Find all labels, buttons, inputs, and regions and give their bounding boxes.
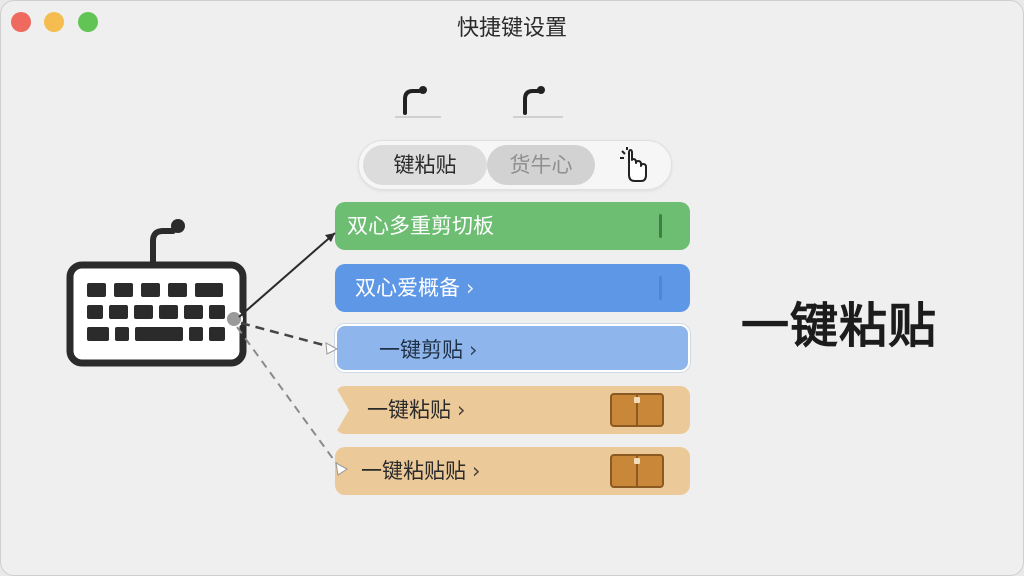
close-window-button[interactable]	[11, 12, 31, 32]
menu-item-backup[interactable]: 双心爱概备›	[335, 264, 690, 312]
title-bar: 快捷键设置	[1, 1, 1023, 45]
chevron-right-icon: ›	[469, 338, 478, 362]
keyboard-icon	[66, 219, 247, 367]
menu-item-label: 双心爱概备	[355, 276, 460, 300]
menu-item-one-key-paste-2[interactable]: 一键粘贴贴›	[335, 447, 690, 495]
box-icon	[610, 454, 664, 488]
drag-handle-icon[interactable]	[659, 214, 662, 238]
menu-item-label: 一键剪贴	[379, 338, 463, 362]
menu-item-label: 一键粘贴贴	[361, 459, 466, 483]
chevron-right-icon: ›	[472, 459, 481, 483]
chevron-right-icon: ›	[457, 398, 466, 422]
menu-item-one-key-cut[interactable]: 一键剪贴›	[335, 324, 690, 372]
tab-key-paste[interactable]: 键粘贴	[363, 145, 487, 185]
chevron-right-icon: ›	[466, 276, 475, 300]
connector-node	[225, 310, 243, 328]
menu-item-label: 一键粘贴	[367, 398, 451, 422]
hook-icon	[395, 86, 441, 118]
hook-icon	[513, 86, 563, 118]
drag-handle-icon[interactable]	[659, 276, 662, 300]
segmented-control: 键粘贴 货牛心	[358, 140, 672, 190]
box-icon	[610, 393, 664, 427]
feature-label: 一键粘贴	[741, 298, 938, 354]
menu-item-multi-clipboard[interactable]: 双心多重剪切板	[335, 202, 690, 250]
hand-pointer-icon	[620, 147, 647, 182]
tab-second[interactable]: 货牛心	[487, 145, 595, 185]
tab-gesture[interactable]	[599, 145, 665, 185]
window-title: 快捷键设置	[456, 16, 567, 41]
zoom-window-button[interactable]	[78, 12, 98, 32]
menu-item-one-key-paste[interactable]: 一键粘贴›	[335, 386, 690, 434]
minimize-window-button[interactable]	[44, 12, 64, 32]
menu-item-label: 双心多重剪切板	[347, 214, 494, 238]
connector-lines	[236, 232, 348, 476]
